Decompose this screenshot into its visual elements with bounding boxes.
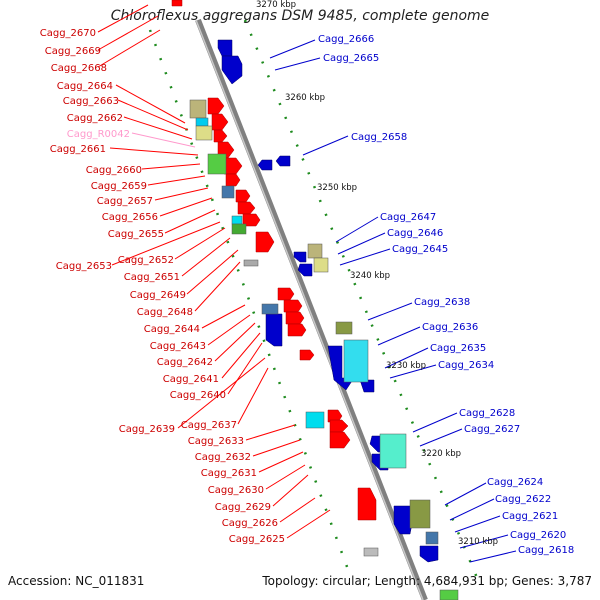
gene-label: Cagg_2658: [351, 132, 407, 143]
kbp-marker: 3230 kbp: [386, 361, 426, 371]
right-leader-lines: [269, 39, 517, 563]
genome-backbone: [195, 18, 428, 600]
gene-label: Cagg_2634: [438, 360, 494, 371]
gene-label: Cagg_2645: [392, 244, 448, 255]
reverse-genes: [217, 39, 439, 563]
gene-label: Cagg_2643: [150, 341, 206, 352]
gene-label: Cagg_2651: [124, 272, 180, 283]
gene-label: Cagg_2626: [222, 518, 278, 529]
gene-label: Cagg_2622: [495, 494, 551, 505]
gene-label: Cagg_2644: [144, 324, 200, 335]
gene-label: Cagg_2652: [118, 255, 174, 266]
map-title: Chloroflexus aggregans DSM 9485, complet…: [110, 8, 490, 24]
gene-label: Cagg_2660: [86, 165, 142, 176]
gene-label: Cagg_2620: [510, 530, 566, 541]
gene-label: Cagg_2637: [181, 420, 237, 431]
gene-label: Cagg_2670: [40, 28, 96, 39]
gene-label: Cagg_2649: [130, 290, 186, 301]
gene-label: Cagg_2631: [201, 468, 257, 479]
gene-label: Cagg_2636: [422, 322, 478, 333]
gene-label: Cagg_2648: [137, 307, 193, 318]
gene-label: Cagg_2640: [170, 390, 226, 401]
accession-label: Accession: NC_011831: [8, 574, 145, 588]
kbp-marker: 3260 kbp: [285, 93, 325, 103]
gene-label: Cagg_R0042: [67, 129, 130, 140]
gene-label: Cagg_2638: [414, 297, 470, 308]
gene-label: Cagg_2663: [63, 96, 119, 107]
misc-gene-blocks: [189, 99, 459, 600]
kbp-marker: 3220 kbp: [421, 449, 461, 459]
gene-label: Cagg_2668: [51, 63, 107, 74]
gene-label: Cagg_2669: [45, 46, 101, 57]
forward-genes: [171, 0, 377, 521]
gene-label: Cagg_2664: [57, 81, 113, 92]
gene-label: Cagg_2628: [459, 408, 515, 419]
gene-label: Cagg_2629: [215, 502, 271, 513]
gene-label: Cagg_2661: [50, 144, 106, 155]
gene-label: Cagg_2630: [208, 485, 264, 496]
left-leader-lines: [97, 4, 331, 539]
gene-label: Cagg_2642: [157, 357, 213, 368]
gene-label: Cagg_2627: [464, 424, 520, 435]
gene-label: Cagg_2656: [102, 212, 158, 223]
kbp-marker: 3270 kbp: [256, 0, 296, 10]
gene-label: Cagg_2641: [163, 374, 219, 385]
genome-summary: Topology: circular; Length: 4,684,931 bp…: [262, 574, 592, 588]
gene-label: Cagg_2646: [387, 228, 443, 239]
left-gene-labels: Cagg_2670 Cagg_2669 Cagg_2668 Cagg_2664 …: [40, 28, 285, 545]
gene-label: Cagg_2647: [380, 212, 436, 223]
gene-label: Cagg_2633: [188, 436, 244, 447]
genome-backbone-highlight: [195, 19, 424, 600]
gene-label: Cagg_2635: [430, 343, 486, 354]
gene-label: Cagg_2657: [97, 196, 153, 207]
gene-label: Cagg_2618: [518, 545, 574, 556]
right-gene-labels: Cagg_2666 Cagg_2665 Cagg_2658 Cagg_2647 …: [318, 34, 574, 556]
gene-label: Cagg_2624: [487, 477, 543, 488]
kbp-marker: 3210 kbp: [458, 537, 498, 547]
kbp-marker: 3240 kbp: [350, 271, 390, 281]
gene-label: Cagg_2659: [91, 181, 147, 192]
gene-label: Cagg_2653: [56, 261, 112, 272]
gene-label: Cagg_2655: [108, 229, 164, 240]
gene-label: Cagg_2632: [195, 452, 251, 463]
gene-label: Cagg_2665: [323, 53, 379, 64]
kbp-marker: 3250 kbp: [317, 183, 357, 193]
kbp-markers: 3270 kbp 3260 kbp 3250 kbp 3240 kbp 3230…: [256, 0, 498, 547]
gene-label: Cagg_2662: [67, 113, 123, 124]
gene-label: Cagg_2639: [119, 424, 175, 435]
gene-label: Cagg_2621: [502, 511, 558, 522]
gene-label: Cagg_2625: [229, 534, 285, 545]
gene-label: Cagg_2666: [318, 34, 374, 45]
